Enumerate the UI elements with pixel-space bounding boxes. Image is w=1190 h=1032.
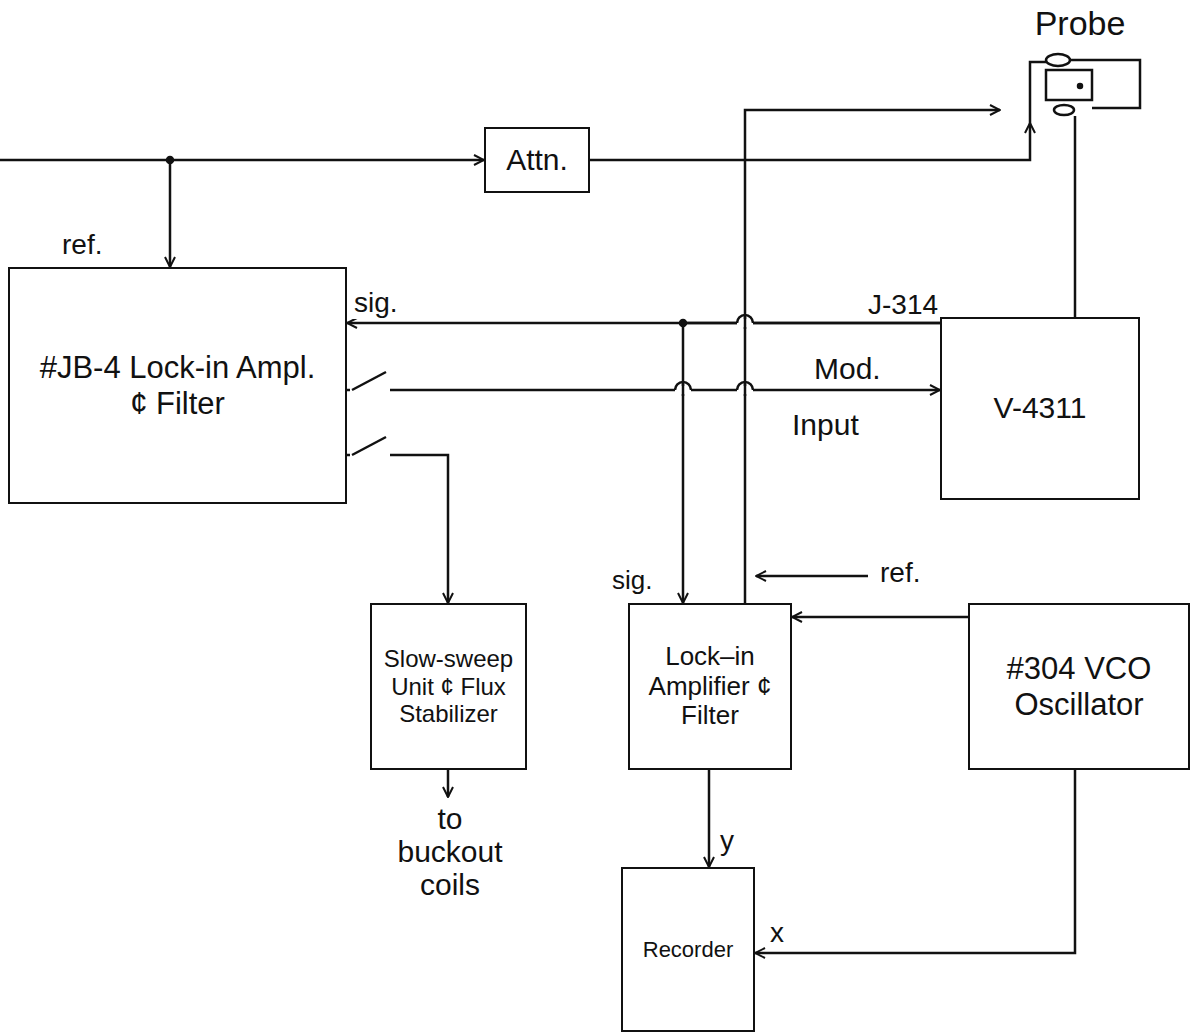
signal-connector [745,110,1000,603]
node-label: #JB-4 Lock-in Ampl. ¢ Filter [28,350,328,421]
reference-pointer [756,575,868,578]
reference-line [169,160,172,267]
signal-connector [347,389,940,392]
signal-name: sig. [352,288,400,319]
signal-connector [708,770,711,867]
attenuator-box: Attn. [484,127,590,193]
lock-in-amplifier-box: #JB-4 Lock-in Ampl. ¢ Filter [8,267,347,504]
signal-name: sig. [610,566,654,595]
output-arrow [447,770,450,797]
signal-name: ref. [60,230,104,261]
lock-in-amplifier-box: Lock–in Amplifier ¢ Filter [628,603,792,770]
note: to buckout coils [383,802,517,901]
signal-connector [755,770,1075,953]
recorder-box: Recorder [621,867,755,1032]
sweep-unit-box: Slow-sweep Unit ¢ Flux Stabilizer [370,603,527,770]
connector-name: J-314 [866,290,940,321]
junction-dot [680,320,686,326]
port-name: Mod. [812,352,883,385]
node-label: Probe [1035,4,1126,43]
probe-drawing [1030,54,1140,123]
switch-symbol [352,437,386,455]
signal-name: ref. [878,558,922,589]
probe: Probe [1000,4,1160,123]
node-label: Slow-sweep Unit ¢ Flux Stabilizer [379,645,519,728]
node-label: V-4311 [994,391,1087,426]
oscillator-box: #304 VCO Oscillator [968,603,1190,770]
signal-connector [792,616,968,619]
node-label: #304 VCO Oscillator [979,651,1179,722]
signal-connector [347,455,448,603]
signal-connector [590,123,1030,160]
port-name: Input [790,408,861,441]
signal-connector [683,323,940,603]
axis-signal-label: x [768,918,786,949]
input-line [0,159,484,162]
signal-connector [1074,123,1077,317]
node-label: Recorder [643,937,733,962]
switch-symbol [352,372,386,390]
node-label: Lock–in Amplifier ¢ Filter [636,642,784,732]
axis-signal-label: y [718,826,736,857]
receiver-box: V-4311 [940,317,1140,500]
node-label: Attn. [506,143,568,178]
